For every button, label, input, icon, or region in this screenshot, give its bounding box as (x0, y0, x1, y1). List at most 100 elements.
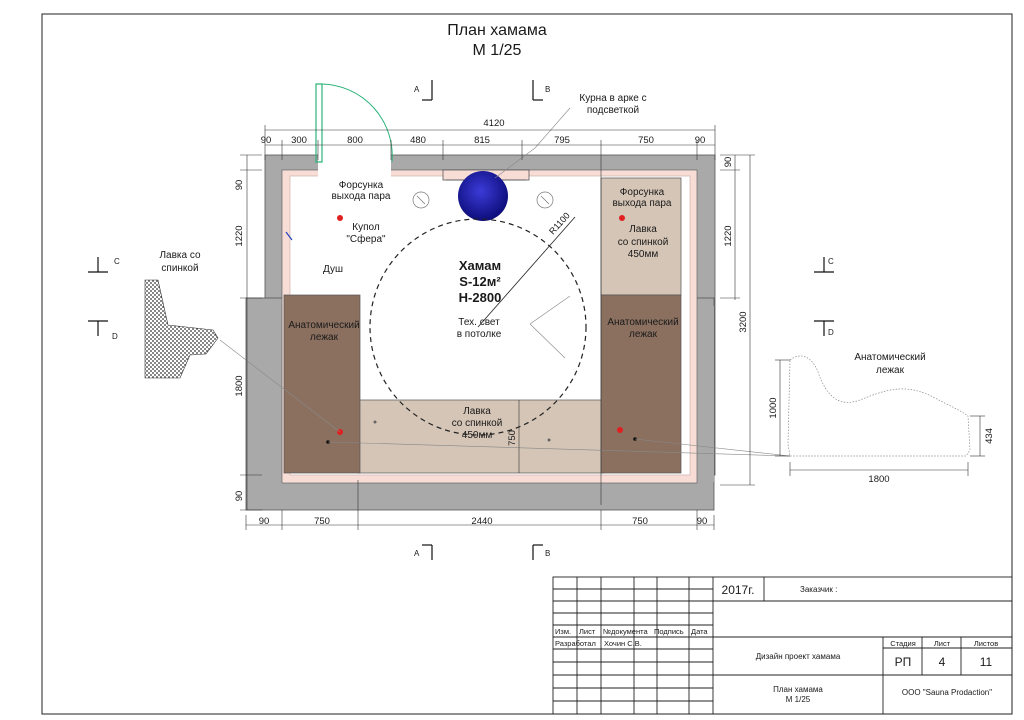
stamp-header-0: Изм. (555, 627, 571, 636)
lezhak-profile-drawing (787, 355, 971, 457)
lezhak-left-1: Анатомический (288, 320, 359, 331)
dim-right-0: 90 (723, 157, 734, 168)
stamp-header-4: Дата (691, 627, 708, 636)
lezhak-right (600, 294, 682, 474)
dim-top-7: 90 (695, 135, 706, 146)
kurna-label-1: Курна в арке с (579, 93, 646, 104)
side-bench-1: Лавка со (159, 250, 200, 261)
forsunka-right-1: Форсунка (620, 187, 665, 198)
section-a-bottom: А (414, 549, 420, 558)
lavka-bottom-3: 450мм (462, 430, 493, 441)
bench-bottom (357, 399, 605, 474)
lezhak-right-2: лежак (629, 329, 658, 340)
kupol-2: "Сфера" (346, 233, 386, 245)
shower-icon (285, 231, 293, 241)
steam-nozzle-left-icon (337, 215, 343, 221)
lavka-right-1: Лавка (629, 224, 657, 235)
side-height: 1000 (768, 397, 779, 418)
dim-left-3: 90 (234, 491, 245, 502)
dim-top-4: 815 (474, 135, 490, 146)
side-lezhak-2: лежак (876, 365, 905, 376)
leader-lines (219, 107, 791, 457)
forsunka-left-2: выхода пара (331, 191, 390, 202)
forsunka-left-1: Форсунка (339, 180, 384, 191)
tech-light-1: Тех. свет (458, 317, 500, 328)
lezhak-right-marker-icon (617, 427, 623, 433)
hamam-label-3: Н-2800 (459, 290, 502, 305)
lavka-right-2: со спинкой (618, 237, 669, 248)
dim-bottom-4: 90 (697, 516, 708, 527)
lezhak-right-1: Анатомический (607, 317, 678, 328)
section-c-left: С (114, 257, 120, 266)
stamp-headers: Изм. Лист №документа Подпись Дата Разраб… (555, 627, 708, 648)
dim-bottom-3: 750 (632, 516, 648, 527)
hamam-label-2: S-12м² (459, 274, 501, 289)
bench-section-drawing (144, 279, 219, 379)
room-labels: Курна в арке с подсветкой Форсунка выход… (288, 93, 678, 441)
dim-right-2: 3200 (738, 311, 749, 332)
dim-top-1: 300 (291, 135, 307, 146)
stamp-stage-label: Стадия (890, 639, 916, 648)
dome-sphere-outline (369, 218, 587, 436)
stamp-header-1: Лист (579, 627, 596, 636)
section-c-right: С (828, 257, 834, 266)
dush-label: Душ (323, 264, 343, 275)
stamp-customer: Заказчик : (800, 585, 837, 594)
dim-top-5: 795 (554, 135, 570, 146)
lezhak-left (283, 294, 361, 474)
kurna-bowl-icon (458, 171, 508, 221)
sheet-frame (41, 13, 1013, 715)
stamp-sheet: 4 (939, 655, 946, 669)
stamp-header-3: Подпись (654, 627, 684, 636)
dim-right-1: 1220 (723, 225, 734, 246)
dim-bottom-0: 90 (259, 516, 270, 527)
dim-top-3: 480 (410, 135, 426, 146)
plan-scale: М 1/25 (473, 42, 522, 59)
dimension-lines (240, 125, 755, 530)
dim-bottom-1: 750 (314, 516, 330, 527)
hamam-title: Хамам S-12м² Н-2800 (459, 258, 502, 305)
title-block (552, 576, 1013, 715)
dim-top-6: 750 (638, 135, 654, 146)
side-lezhak-1: Анатомический (854, 352, 925, 363)
dim-bottom-2: 2440 (471, 516, 492, 527)
stamp-company: ООО "Sauna Prodaction" (902, 688, 992, 697)
section-marks (88, 80, 834, 560)
side-small: 434 (984, 428, 995, 444)
section-b-top: В (545, 85, 550, 94)
stamp-sheets: 11 (980, 655, 993, 669)
section-b-bottom: В (545, 549, 550, 558)
benches (283, 177, 682, 474)
kupol-1: Купол (352, 222, 380, 233)
stamp-header-2: №документа (603, 627, 648, 636)
stamp-stage: РП (895, 655, 912, 669)
stamp-drawing-title-2: М 1/25 (786, 695, 811, 704)
radius-line (477, 216, 576, 328)
hamam-label-1: Хамам (459, 258, 501, 273)
side-width: 1800 (868, 474, 889, 485)
stamp-developer-name: Хочин С.В. (604, 639, 642, 648)
section-d-left: D (112, 332, 118, 341)
stamp-year: 2017г. (722, 583, 755, 597)
plan-title: План хамама (447, 22, 547, 39)
stamp-drawing-title-1: План хамама (773, 685, 823, 694)
lavka-bottom-2: со спинкой (452, 418, 503, 429)
kurna-label-2: подсветкой (587, 105, 639, 116)
dim-inner-750: 750 (507, 430, 518, 446)
dim-top-0: 90 (261, 135, 272, 146)
dim-top-2: 800 (347, 135, 363, 146)
light-fixture-icon (412, 191, 554, 209)
stamp-developer-role: Разработал (555, 639, 596, 648)
lezhak-profile-dims (775, 359, 985, 476)
dimension-texts-vertical: 90 1220 1800 90 90 1220 3200 750 (234, 157, 749, 502)
bench-right (600, 177, 682, 296)
dimension-texts: 4120 90 300 800 480 815 795 750 90 90 75… (259, 118, 708, 527)
dim-left-2: 1800 (234, 375, 245, 396)
entrance-door (315, 83, 393, 163)
lavka-bottom-1: Лавка (463, 406, 491, 417)
side-bench-2: спинкой (161, 263, 198, 274)
stamp-sheets-label: Листов (974, 639, 998, 648)
stamp-project: Дизайн проект хамама (756, 652, 841, 661)
lavka-right-3: 450мм (628, 249, 659, 260)
